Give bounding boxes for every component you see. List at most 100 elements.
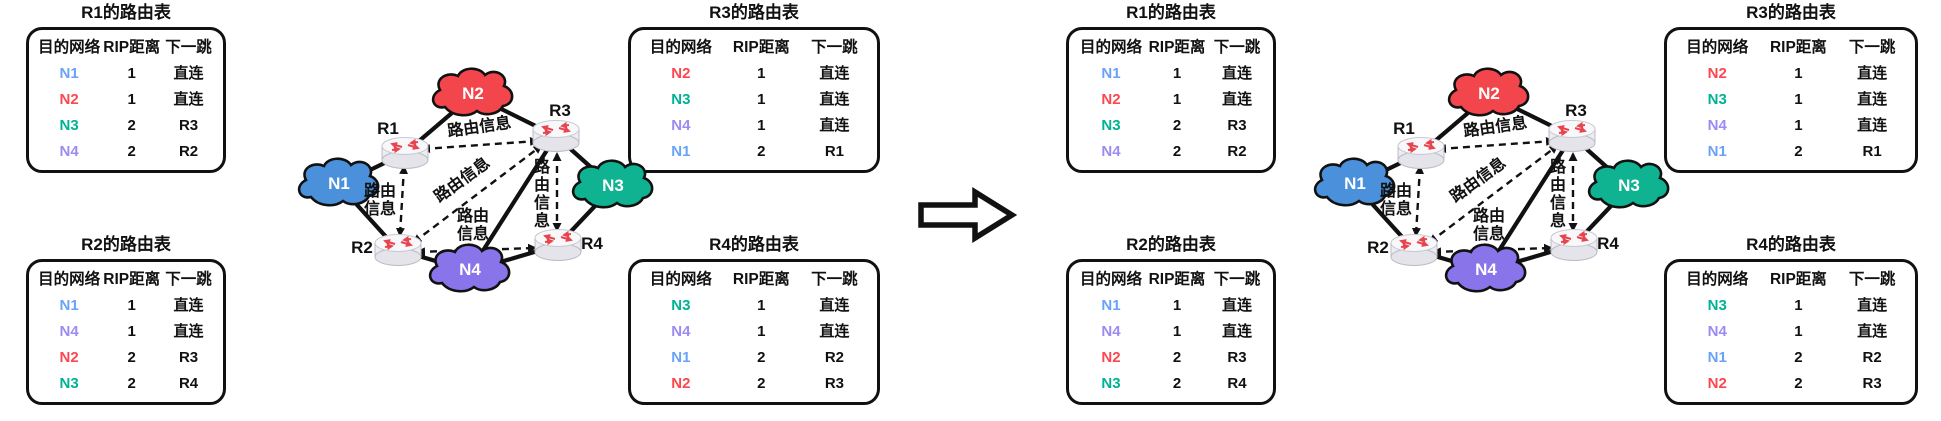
cell-distance: 2	[1794, 143, 1803, 160]
cell-net: N1	[671, 143, 691, 160]
cell-net: N2	[59, 349, 79, 366]
col-header-dest: 目的网络	[649, 39, 712, 56]
cell-distance: 2	[1794, 349, 1803, 366]
cell-distance: 1	[1172, 323, 1182, 340]
cell-nexthop: R1	[1862, 143, 1882, 160]
network-label: N3	[1618, 176, 1640, 195]
routing-exchange-r1-r2	[395, 165, 409, 237]
table-box: 目的网络 RIP距离 下一跳 N1 1 直连 N2 1 直连 N3 2 R3 N…	[1066, 27, 1276, 173]
cell-net: N1	[59, 65, 79, 82]
routing-info-label-r1r3: 路由信息	[1462, 113, 1528, 141]
routing-exchange-r2-r3	[1428, 144, 1559, 244]
router-top	[1397, 137, 1445, 155]
cell-net: N1	[1707, 143, 1727, 160]
cell-net: N2	[1101, 91, 1121, 108]
cell-nexthop: 直连	[1221, 91, 1252, 108]
col-header-nexthop: 下一跳	[1848, 39, 1896, 56]
cell-net: N3	[1707, 297, 1727, 314]
network-label: N3	[602, 176, 624, 195]
cell-distance: 1	[127, 91, 136, 108]
cell-nexthop: R2	[824, 349, 845, 366]
cell-distance: 1	[127, 323, 136, 340]
routing-info-label-r2r3: 路由信息	[1446, 153, 1509, 206]
router-arrows-icon	[1559, 230, 1589, 246]
cell-nexthop: 直连	[1857, 117, 1888, 134]
cell-nexthop: 直连	[173, 323, 204, 340]
cloud-n3: N3	[1587, 159, 1670, 209]
router-label-r3: R3	[549, 101, 571, 120]
cell-nexthop: 直连	[1221, 65, 1252, 82]
network-label: N4	[1475, 260, 1497, 279]
cloud-n2: N2	[1447, 67, 1530, 117]
cell-distance: 1	[1794, 117, 1803, 134]
routing-table-r4-left: R4的路由表 目的网络 RIP距离 下一跳 N3 1 直连 N4 1 直连 N1…	[628, 234, 880, 405]
router-r1	[381, 137, 429, 169]
network-label: N2	[1478, 84, 1500, 103]
cloud-shape	[1587, 159, 1670, 209]
cell-distance: 2	[1172, 349, 1182, 366]
cell-net: N4	[671, 323, 691, 340]
cell-distance: 1	[757, 297, 766, 314]
col-header-dest: 目的网络	[38, 271, 101, 288]
cell-nexthop: 直连	[1857, 91, 1888, 108]
col-header-dest: 目的网络	[1686, 271, 1749, 288]
cell-distance: 2	[757, 349, 766, 366]
router-label-r1: R1	[1393, 119, 1415, 138]
cell-distance: 1	[127, 65, 136, 82]
cell-net: N4	[59, 323, 79, 340]
table-title: R2的路由表	[1126, 235, 1216, 254]
col-header-nexthop: 下一跳	[165, 39, 212, 56]
router-r4	[534, 229, 582, 261]
cloud-shape	[1313, 157, 1396, 207]
cell-distance: 2	[757, 375, 766, 392]
table-box: 目的网络 RIP距离 下一跳 N2 1 直连 N3 1 直连 N4 1 直连 N…	[628, 27, 880, 173]
network-label: N4	[459, 260, 481, 279]
cell-distance: 1	[1794, 323, 1803, 340]
router-top	[534, 229, 582, 247]
col-header-distance: RIP距离	[732, 39, 790, 56]
router-r2	[374, 234, 422, 266]
table-box: 目的网络 RIP距离 下一跳 N2 1 直连 N3 1 直连 N4 1 直连 N…	[1664, 27, 1918, 173]
routing-exchange-r1-r2	[1411, 165, 1425, 237]
cloud-n1: N1	[297, 157, 380, 207]
cell-distance: 1	[1794, 65, 1803, 82]
cell-nexthop: 直连	[819, 65, 850, 82]
cell-distance: 1	[1794, 297, 1803, 314]
cell-distance: 2	[1172, 117, 1182, 134]
col-header-distance: RIP距离	[103, 271, 161, 288]
cell-distance: 1	[1172, 297, 1182, 314]
cell-net: N4	[671, 117, 691, 134]
cell-distance: 2	[127, 117, 136, 134]
cell-nexthop: R3	[824, 375, 845, 392]
cell-net: N1	[1101, 297, 1121, 314]
cloud-shape	[428, 243, 511, 293]
routing-info-arrows	[395, 137, 562, 257]
network-topology-right: N1 N2 N3 N4	[1313, 67, 1670, 293]
col-header-nexthop: 下一跳	[1213, 39, 1261, 56]
cell-distance: 2	[1172, 375, 1182, 392]
cell-net: N2	[671, 65, 691, 82]
table-title: R3的路由表	[1746, 3, 1836, 22]
cloud-n1: N1	[1313, 157, 1396, 207]
cell-net: N2	[1707, 375, 1727, 392]
routing-table-r3-right: R3的路由表 目的网络 RIP距离 下一跳 N2 1 直连 N3 1 直连 N4…	[1664, 2, 1918, 173]
cell-net: N3	[1707, 91, 1727, 108]
cell-nexthop: 直连	[1857, 297, 1888, 314]
routing-table-r2-left: R2的路由表 目的网络 RIP距离 下一跳 N1 1 直连 N4 1 直连 N2…	[26, 234, 226, 405]
cell-nexthop: R1	[824, 143, 845, 160]
col-header-dest: 目的网络	[1079, 271, 1142, 288]
cell-net: N4	[1707, 117, 1727, 134]
col-header-nexthop: 下一跳	[811, 39, 858, 56]
cell-distance: 2	[1794, 375, 1803, 392]
table-box: 目的网络 RIP距离 下一跳 N1 1 直连 N4 1 直连 N2 2 R3 N…	[26, 259, 226, 405]
col-header-distance: RIP距离	[1769, 271, 1827, 288]
routing-info-label-r3r4: 路由信息	[1550, 157, 1567, 230]
network-label: N2	[462, 84, 484, 103]
cell-nexthop: R3	[178, 349, 199, 366]
cell-distance: 2	[127, 349, 136, 366]
routing-info-label-r2r4: 路由信息	[457, 206, 489, 243]
routing-info-label-r2r4: 路由信息	[1473, 206, 1505, 243]
cell-nexthop: 直连	[1857, 323, 1888, 340]
cell-nexthop: 直连	[173, 297, 204, 314]
table-title: R1的路由表	[81, 3, 171, 22]
